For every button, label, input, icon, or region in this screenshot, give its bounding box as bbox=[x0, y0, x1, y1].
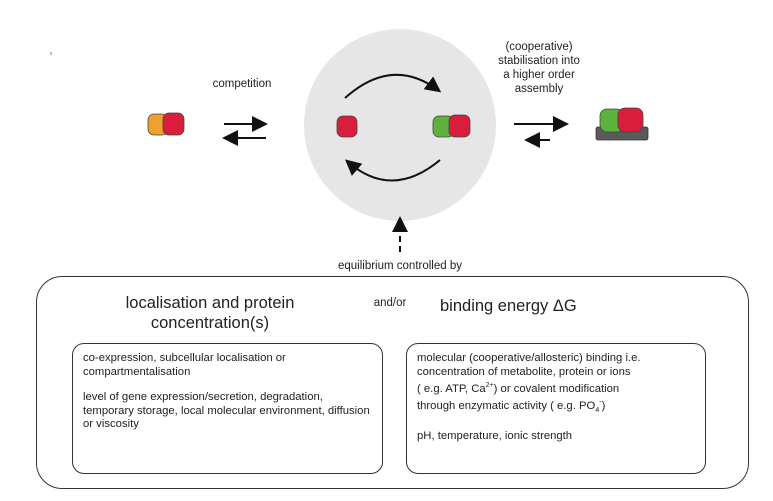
binding-item-1-line-4-post: ) bbox=[601, 400, 606, 413]
reverse-curved-arrow bbox=[344, 159, 441, 182]
binding-item-1-line-3-post: ) or covalent modification bbox=[493, 382, 620, 395]
stabilisation-line-4: assembly bbox=[514, 83, 564, 95]
stabilisation-line-3: a higher order bbox=[503, 69, 575, 81]
binding-factors-box: molecular (cooperative/allosteric) bindi… bbox=[406, 343, 706, 474]
stabilisation-line-2: stabilisation into bbox=[498, 55, 580, 67]
binding-item-1-line-3-pre: ( e.g. ATP, Ca bbox=[417, 382, 486, 395]
localisation-heading-line-1: localisation and protein bbox=[125, 294, 295, 312]
equilibrium-label: equilibrium controlled by bbox=[337, 260, 462, 272]
phosphate-subscript: 4 bbox=[595, 407, 600, 415]
competition-equilibrium-arrows bbox=[222, 116, 268, 146]
forward-curved-arrow bbox=[344, 73, 442, 99]
calcium-charge: 2+ bbox=[485, 382, 494, 389]
assembly-equilibrium-arrows bbox=[514, 116, 569, 148]
control-factors-box bbox=[36, 276, 749, 489]
assembly-complex bbox=[595, 107, 649, 141]
binding-item-1-line-1: molecular (cooperative/allosteric) bindi… bbox=[417, 352, 641, 364]
localisation-heading: localisation and protein concentration(s… bbox=[80, 293, 340, 333]
localisation-heading-line-2: concentration(s) bbox=[150, 314, 270, 332]
localisation-factors-box: co-expression, subcellular localisation … bbox=[72, 343, 383, 474]
binding-energy-heading: binding energy ΔG bbox=[440, 297, 577, 315]
stabilisation-label: (cooperative) stabilisation into a highe… bbox=[474, 40, 604, 96]
binding-item-2: pH, temperature, ionic strength bbox=[417, 429, 573, 442]
localisation-item-2: level of gene expression/secretion, degr… bbox=[83, 391, 370, 430]
stabilisation-line-1: (cooperative) bbox=[505, 41, 573, 53]
and-or-connector: and/or bbox=[373, 297, 407, 309]
competition-label: competition bbox=[212, 78, 272, 90]
red-monomer bbox=[336, 115, 358, 138]
binding-item-1-line-2: concentration of metabolite, protein or … bbox=[417, 365, 631, 378]
phosphate-charge: - bbox=[599, 399, 602, 407]
localisation-item-1: co-expression, subcellular localisation … bbox=[83, 352, 286, 378]
green-red-dimer bbox=[432, 114, 471, 138]
orange-red-dimer bbox=[147, 112, 185, 136]
binding-item-1-line-4-pre: through enzymatic activity ( e.g. PO bbox=[417, 400, 596, 413]
binding-item-1: molecular (cooperative/allosteric) bindi… bbox=[417, 352, 695, 418]
